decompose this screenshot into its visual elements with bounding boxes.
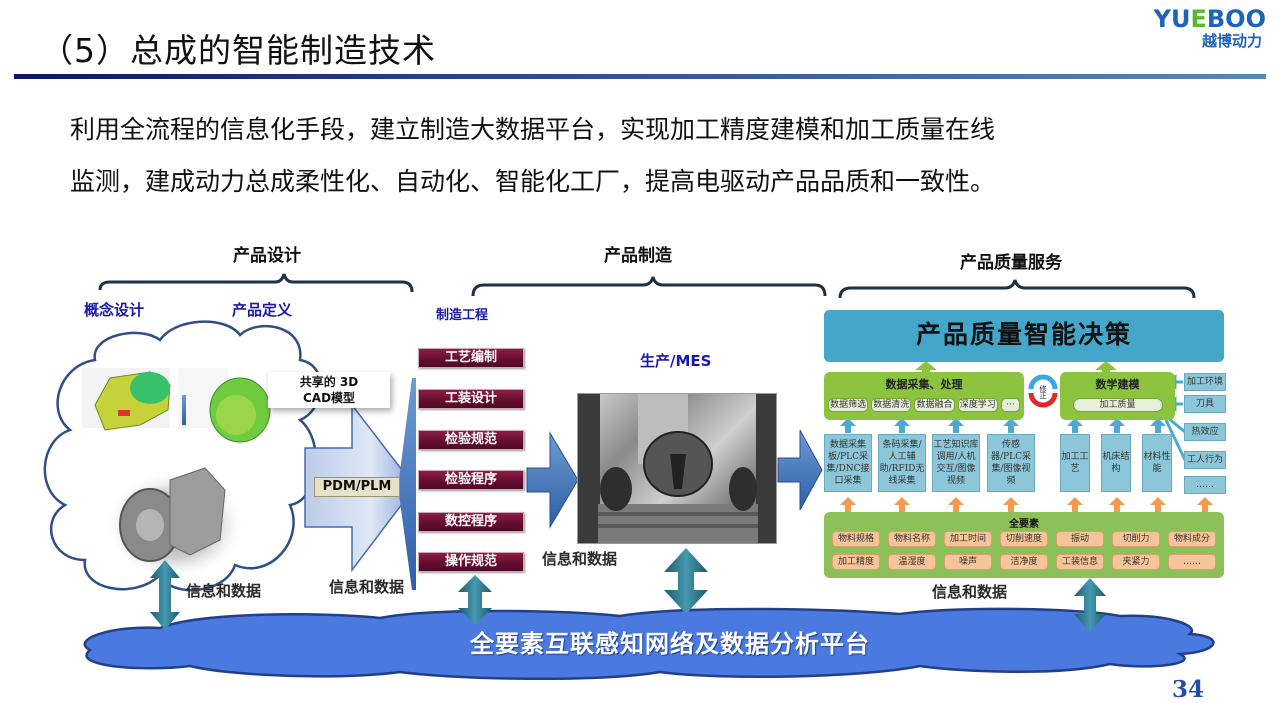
data-collection-box: 数据采集、处理 数据筛选 数据清洗 数据融合 深度学习 ···	[824, 372, 1024, 420]
sub-label-manufacturing-engineering: 制造工程	[436, 308, 489, 323]
info-data-label-production: 信息和数据	[542, 550, 618, 568]
collect-pill: ···	[1000, 398, 1020, 412]
element-pill: 振动	[1056, 531, 1104, 547]
element-pill: 切削力	[1112, 531, 1160, 547]
data-collection-title: 数据采集、处理	[885, 378, 963, 391]
correction-label: 修正	[1039, 385, 1047, 400]
element-pill: 洁净度	[1000, 554, 1048, 570]
quality-decision-banner: 产品质量智能决策	[824, 310, 1224, 362]
correction-cycle-icon	[1028, 374, 1058, 408]
element-pill: 物料成分	[1168, 531, 1216, 547]
element-pill: 夹紧力	[1112, 554, 1160, 570]
up-arrow-model	[1095, 361, 1117, 376]
model-input-cell: 材料性能	[1142, 434, 1172, 492]
cnc-machine-graphic	[578, 394, 776, 543]
model-input-cell: 机床结构	[1101, 434, 1131, 492]
side-factor-cell: 热效应	[1184, 423, 1226, 441]
platform-cloud	[83, 607, 1215, 681]
platform-label: 全要素互联感知网络及数据分析平台	[470, 630, 870, 658]
page-number: 34	[1172, 676, 1205, 703]
info-data-label-quality: 信息和数据	[932, 583, 1008, 601]
info-data-label-design: 信息和数据	[186, 582, 262, 600]
element-pill: 物料名称	[888, 531, 936, 547]
stage-label-quality: 产品质量服务	[960, 253, 1062, 273]
source-cell: 数据采集板/PLC采集/DNC接口采集	[824, 434, 872, 492]
arrow-to-production	[526, 431, 579, 529]
logo-chinese-name: 越博动力	[1201, 32, 1262, 50]
process-step: 操作规范	[418, 552, 524, 572]
all-elements-title: 全要素	[1009, 519, 1039, 530]
slide-title: （5）总成的智能制造技术	[40, 31, 436, 70]
process-step: 工装设计	[418, 389, 524, 409]
process-step: 工艺编制	[418, 348, 524, 368]
collect-pill: 深度学习	[957, 398, 998, 412]
machining-quality-pill: 加工质量	[1072, 398, 1163, 412]
double-arrow-production	[664, 548, 708, 614]
intro-paragraph: 利用全流程的信息化手段，建立制造大数据平台，实现加工精度建模和加工质量在线 监测…	[70, 104, 1210, 208]
up-arrow-collect	[915, 361, 937, 376]
double-arrow-engineering	[458, 575, 492, 625]
process-step: 检验程序	[418, 470, 524, 490]
side-factor-cell: 刀具	[1184, 395, 1226, 413]
model-input-cell: 加工工艺	[1060, 434, 1090, 492]
cad-model-image-2	[178, 368, 271, 443]
double-arrow-design	[150, 560, 180, 630]
engineering-chevron	[398, 378, 416, 590]
element-pill: 物料规格	[832, 531, 880, 547]
collect-pill: 数据筛选	[828, 398, 869, 412]
cnc-machine-image	[577, 393, 777, 544]
all-elements-box: 全要素 物料规格 物料名称 加工时间 切削速度 振动 切削力 物料成分 加工精度…	[824, 512, 1224, 578]
side-factor-cell: 工人行为	[1184, 451, 1226, 469]
cad-model-image-1	[82, 368, 171, 431]
engine-render-image	[105, 467, 245, 580]
element-pill: 加工精度	[832, 554, 880, 570]
info-data-label-engineering: 信息和数据	[329, 578, 405, 596]
pdm-plm-label: PDM/PLM	[314, 477, 400, 497]
stage-label-design: 产品设计	[233, 246, 301, 266]
intro-line-1: 利用全流程的信息化手段，建立制造大数据平台，实现加工精度建模和加工质量在线	[70, 115, 996, 144]
company-logo: YUEBOO 越博动力	[1136, 6, 1266, 50]
side-factor-cell: ……	[1184, 476, 1226, 494]
brace-design	[98, 273, 414, 293]
element-pill: ……	[1168, 554, 1216, 570]
math-modeling-title: 数学建模	[1095, 378, 1140, 391]
arrow-to-quality	[777, 429, 823, 511]
logo-wordmark: YUEBOO	[1153, 5, 1266, 33]
process-step: 检验规范	[418, 430, 524, 450]
double-arrow-quality	[1074, 578, 1106, 632]
shared-cad-model-callout: 共享的 3D CAD模型	[268, 372, 390, 408]
brace-manufacturing	[471, 276, 827, 297]
process-step: 数控程序	[418, 512, 524, 532]
sub-label-concept-design: 概念设计	[84, 301, 145, 319]
math-modeling-box: 数学建模 加工质量	[1060, 372, 1175, 420]
stage-label-manufacturing: 产品制造	[604, 246, 672, 266]
source-cell: 工艺知识库调用/人机交互/图像视频	[932, 434, 980, 492]
element-pill: 加工时间	[944, 531, 992, 547]
intro-line-2: 监测，建成动力总成柔性化、自动化、智能化工厂，提高电驱动产品品质和一致性。	[70, 167, 996, 196]
source-cell: 传感器/PLC采集/图像视频	[987, 434, 1035, 492]
sub-label-product-definition: 产品定义	[232, 301, 293, 319]
element-pill: 切削速度	[1000, 531, 1048, 547]
brace-quality	[838, 279, 1196, 299]
source-up-arrows	[840, 418, 1166, 433]
collect-pill: 数据清洗	[871, 398, 912, 412]
side-factor-cell: 加工环境	[1184, 373, 1226, 391]
source-cell: 条码采集/人工辅助/RFID无线采集	[878, 434, 926, 492]
element-pill: 工装信息	[1056, 554, 1104, 570]
collect-pill: 数据融合	[914, 398, 955, 412]
element-up-arrows	[840, 497, 1213, 512]
production-mes-label: 生产/MES	[640, 352, 712, 370]
element-pill: 温湿度	[888, 554, 936, 570]
element-pill: 噪声	[944, 554, 992, 570]
title-divider	[14, 74, 1266, 79]
